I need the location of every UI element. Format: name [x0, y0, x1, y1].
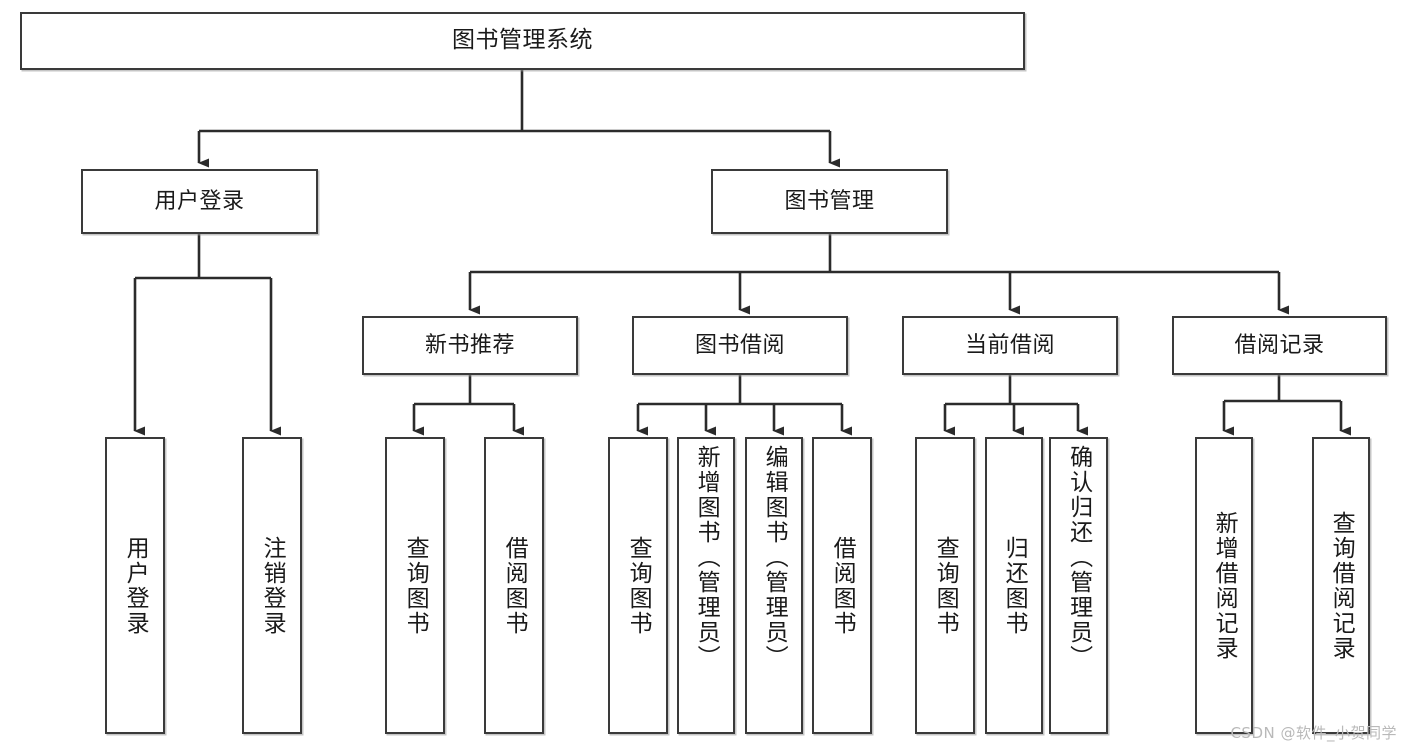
watermark-text: CSDN @软件_小贺同学	[1230, 724, 1397, 742]
node-leaf-label: 新增图书（管理员）	[693, 445, 720, 670]
node-leaf-label: 归还图书	[1001, 535, 1028, 636]
node-user-login-label: 用户登录	[154, 188, 245, 214]
node-book-management-label: 图书管理	[784, 188, 875, 214]
node-leaf-book-borrow-borrow-book[interactable]: 借阅图书	[812, 437, 872, 734]
node-current-borrow[interactable]: 当前借阅	[902, 316, 1118, 375]
node-leaf-label: 查询图书	[402, 535, 429, 636]
node-leaf-label: 借阅图书	[829, 535, 856, 636]
node-new-book-recommend-label: 新书推荐	[424, 332, 515, 358]
node-book-management[interactable]: 图书管理	[711, 169, 948, 234]
node-leaf-label: 查询图书	[932, 535, 959, 636]
node-leaf-label: 新增借阅记录	[1211, 510, 1238, 661]
node-leaf-label: 注销登录	[259, 535, 286, 636]
node-leaf-new-book-query-book[interactable]: 查询图书	[385, 437, 445, 734]
node-leaf-label: 确认归还（管理员）	[1065, 445, 1092, 670]
node-leaf-new-book-borrow-book[interactable]: 借阅图书	[484, 437, 544, 734]
node-leaf-label: 查询图书	[625, 535, 652, 636]
node-leaf-current-borrow-query-book[interactable]: 查询图书	[915, 437, 975, 734]
node-leaf-label: 查询借阅记录	[1328, 510, 1355, 661]
node-root-book-management-system[interactable]: 图书管理系统	[20, 12, 1025, 70]
node-leaf-label: 用户登录	[122, 535, 149, 636]
node-book-borrow[interactable]: 图书借阅	[632, 316, 848, 375]
node-leaf-current-borrow-return-book[interactable]: 归还图书	[985, 437, 1043, 734]
node-new-book-recommend[interactable]: 新书推荐	[362, 316, 578, 375]
node-root-label: 图书管理系统	[452, 27, 593, 54]
node-leaf-book-borrow-query-book[interactable]: 查询图书	[608, 437, 668, 734]
node-leaf-current-borrow-confirm-return-admin[interactable]: 确认归还（管理员）	[1049, 437, 1108, 734]
node-leaf-borrow-record-query-record[interactable]: 查询借阅记录	[1312, 437, 1370, 734]
node-leaf-borrow-record-add-record[interactable]: 新增借阅记录	[1195, 437, 1253, 734]
node-borrow-record[interactable]: 借阅记录	[1172, 316, 1387, 375]
node-leaf-user-login-logout[interactable]: 注销登录	[242, 437, 302, 734]
node-borrow-record-label: 借阅记录	[1234, 332, 1325, 358]
node-leaf-book-borrow-add-book-admin[interactable]: 新增图书（管理员）	[677, 437, 735, 734]
node-leaf-book-borrow-edit-book-admin[interactable]: 编辑图书（管理员）	[745, 437, 803, 734]
node-current-borrow-label: 当前借阅	[964, 332, 1055, 358]
node-leaf-label: 编辑图书（管理员）	[761, 445, 788, 670]
node-user-login[interactable]: 用户登录	[81, 169, 318, 234]
node-book-borrow-label: 图书借阅	[694, 332, 785, 358]
node-leaf-user-login-login[interactable]: 用户登录	[105, 437, 165, 734]
node-leaf-label: 借阅图书	[501, 535, 528, 636]
